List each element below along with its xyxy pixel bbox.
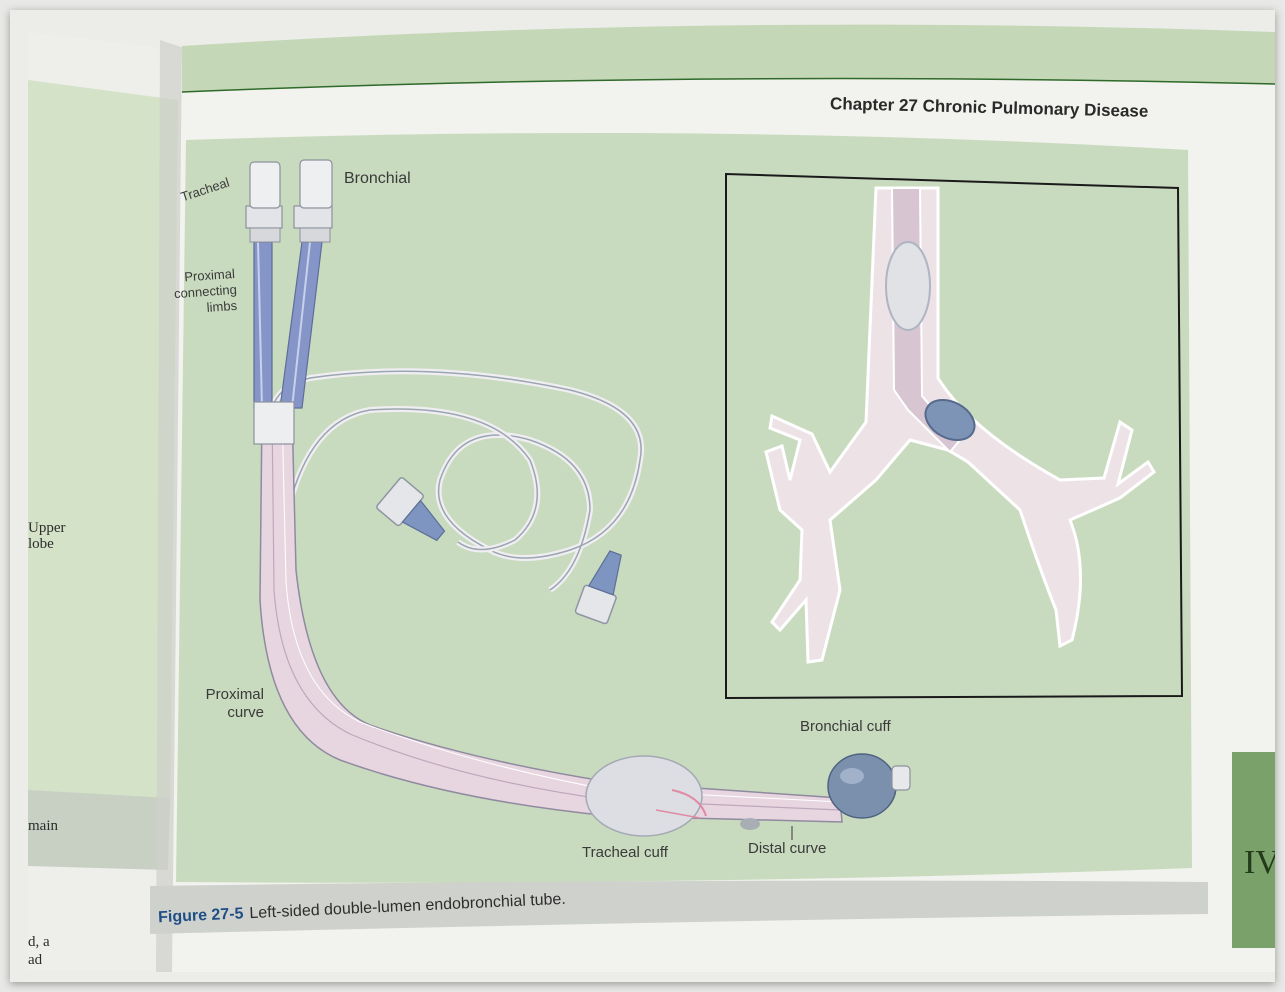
left-fragment-ad: ad: [28, 952, 42, 969]
left-fragment-da: d, a: [28, 934, 50, 951]
label-proximal-curve: Proximal curve: [186, 686, 264, 722]
label-proximal-curve-line-1: Proximal: [186, 686, 264, 704]
section-tab-label: IV: [1244, 844, 1275, 882]
bronchial-cuff: [828, 754, 896, 818]
left-fragment-lobe: lobe: [28, 536, 54, 553]
book-photo: Chapter 27 Chronic Pulmonary Disease Tra…: [10, 10, 1275, 982]
label-distal-curve: Distal curve: [748, 840, 826, 857]
inset-bronchi: [726, 174, 1182, 698]
figure-number: Figure 27-5: [158, 905, 244, 926]
label-bronchial: Bronchial: [344, 170, 411, 188]
tracheal-connector: [246, 162, 282, 242]
tracheal-limb: [254, 242, 272, 408]
figure-illustration: [10, 10, 1275, 982]
tracheal-cuff: [586, 756, 702, 836]
left-page-green-panel: [28, 80, 178, 816]
bronchial-connector: [294, 160, 332, 242]
left-fragment-main: main: [28, 818, 58, 835]
label-bronchial-cuff: Bronchial cuff: [800, 718, 891, 735]
y-junction: [254, 402, 294, 444]
label-proximal-curve-line-2: curve: [186, 704, 264, 722]
label-tracheal-cuff: Tracheal cuff: [582, 844, 668, 861]
left-fragment-upper: Upper: [28, 520, 66, 537]
section-tab: IV: [1232, 752, 1275, 948]
label-proximal-limbs: Proximal connecting limbs: [172, 266, 237, 318]
